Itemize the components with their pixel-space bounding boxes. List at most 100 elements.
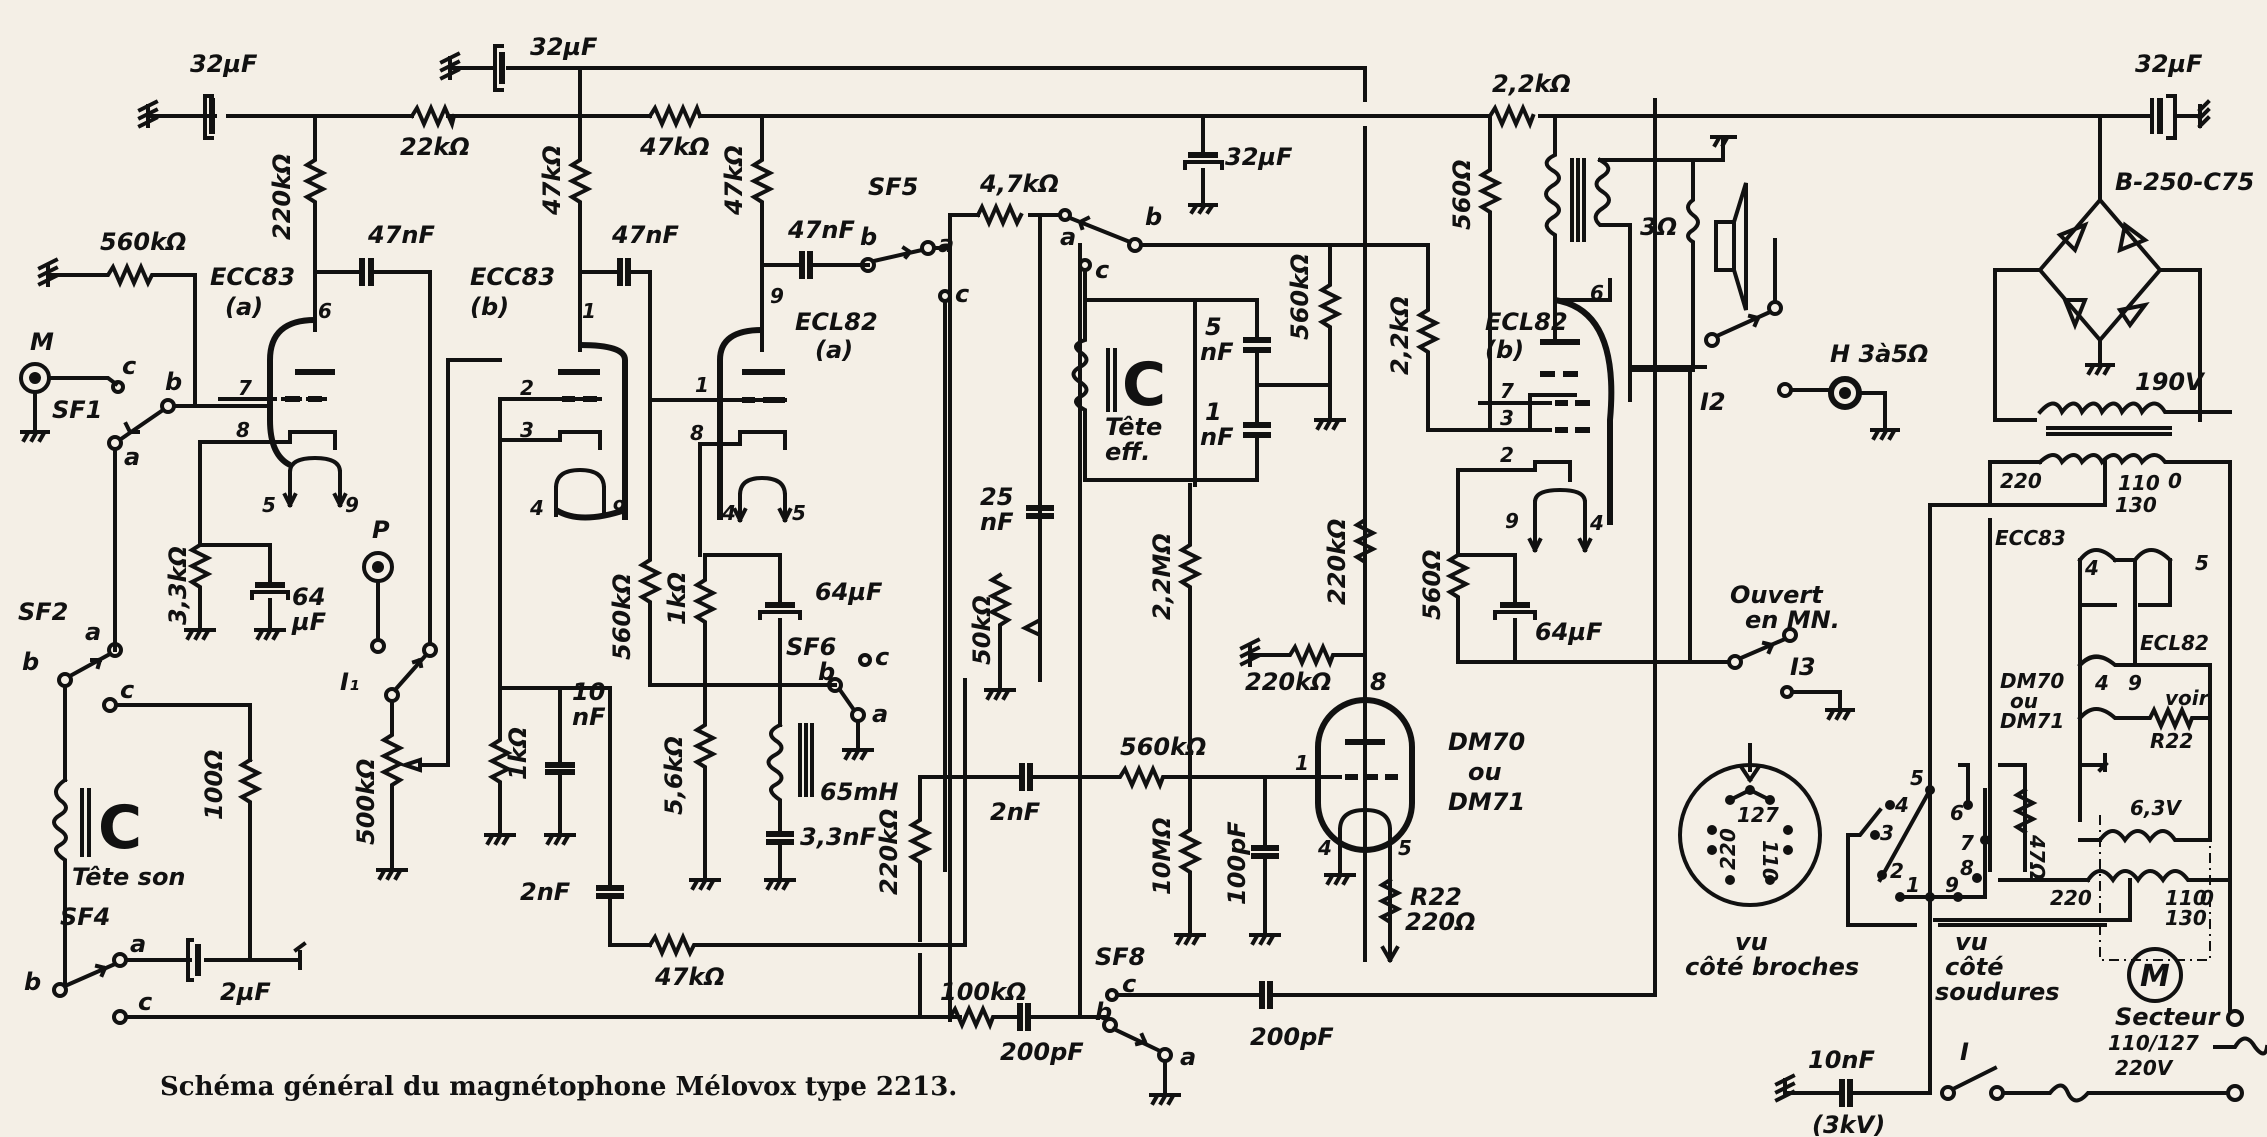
label-cote-2: côté <box>1945 953 2003 981</box>
label-heater-ecc83: ECC83 <box>1995 526 2066 550</box>
label-heater-pin-4b: 4 <box>2094 671 2109 695</box>
potentiometer-500k[interactable]: 500kΩ <box>352 358 502 881</box>
switch-sf1[interactable]: b a <box>107 368 267 652</box>
label-ouvert-1: Ouvert <box>1730 581 1824 609</box>
v1-pin-heater-l: 5 <box>262 493 276 517</box>
label-200pf-b: 200pF <box>1250 1023 1334 1051</box>
v1-pin-heater-r: 9 <box>345 493 359 517</box>
switch-erase-select[interactable]: a b c <box>1058 203 1430 487</box>
output-stage-rail: 2,2kΩ 560Ω <box>1448 70 1571 432</box>
label-vu-1: vu <box>1735 928 1768 956</box>
label-100pf: 100pF <box>1223 821 1251 905</box>
bias-adjust[interactable]: 25 nF 50kΩ <box>968 213 1054 701</box>
switch-i3[interactable]: Ouvert en MN. I3 <box>1688 365 1855 721</box>
resistor-22k: 22kΩ <box>400 103 470 161</box>
switch-sf8[interactable]: 100kΩ 200pF SF8 b a c 200pF <box>918 98 1657 1106</box>
mains-input[interactable]: Secteur 110/127 220V <box>2108 1003 2267 1102</box>
v1-pin-cathode: 8 <box>236 418 250 442</box>
label-65mh: 65mH <box>820 778 899 806</box>
v4-pin-cathode: 2 <box>1500 443 1514 467</box>
sf5-label-c: c <box>955 280 969 308</box>
v4-cathode-network: 560Ω 64µF <box>1418 468 1692 664</box>
label-10nf-a: 10 <box>572 678 605 706</box>
label-secteur: Secteur <box>2115 1003 2222 1031</box>
label-r22-b: 220Ω <box>1405 908 1476 936</box>
tube-dm70-dm71: 220kΩ 220kΩ 8 1 4 5 DM70 ou DM71 R22 220… <box>1239 243 1525 963</box>
sf6-label-a: a <box>872 700 888 728</box>
label-sel-127: 127 <box>1737 803 1779 827</box>
label-h-jack: H 3à5Ω <box>1830 340 1928 368</box>
resistor-560k-osc: 560kΩ <box>1286 243 1346 431</box>
motor-symbol: M <box>2140 959 2170 994</box>
v5-tube-name-2: DM71 <box>1448 788 1525 816</box>
tube-ecc83-a: 220kΩ ECC83 (a) 6 7 8 5 9 <box>198 114 359 517</box>
label-220k-bias: 220kΩ <box>875 809 903 895</box>
label-4-7k: 4,7kΩ <box>979 170 1059 198</box>
label-64uf-1a: 64 <box>292 583 325 611</box>
headphone-jack[interactable]: H 3à5Ω <box>1777 340 1928 441</box>
pickup-jack[interactable]: P <box>362 516 394 654</box>
erase-label-c: c <box>1095 256 1109 284</box>
tube-ecl82-a: 47kΩ 47nF ECL82 (a) 9 1 8 4 5 <box>648 114 878 557</box>
label-r22-ref: R22 <box>2150 729 2193 753</box>
switch-sf4[interactable]: SF4 a b c 2µF <box>24 903 962 1025</box>
label-r22-a: R22 <box>1410 883 1462 911</box>
voltage-selector-pins: 127 220 110 vu côté broches <box>1678 743 1859 981</box>
v3-tube-section: (a) <box>815 336 853 364</box>
label-5-6k: 5,6kΩ <box>660 736 688 815</box>
label-vu-2: vu <box>1955 928 1988 956</box>
label-sw-8: 8 <box>1960 856 1974 880</box>
v2-pin-cathode: 3 <box>520 418 534 442</box>
switch-sf2[interactable]: SF2 a b c <box>18 598 252 782</box>
switch-i1[interactable]: I₁ <box>340 270 438 703</box>
v5-tube-name-1: DM70 <box>1448 728 1525 756</box>
motor: M <box>2127 947 2183 1003</box>
label-sf6: SF6 <box>786 633 836 661</box>
v3-pin-cathode: 8 <box>690 421 704 445</box>
label-tr-0: 0 <box>2168 469 2182 493</box>
tube-ecc83-b: 47kΩ 47nF ECC83 (b) 1 2 3 4 9 <box>470 114 679 521</box>
label-47nf-3: 47nF <box>787 216 855 244</box>
label-5nf-a: 5 <box>1205 313 1222 341</box>
v5-pin-grid: 1 <box>1295 751 1309 775</box>
label-sf2: SF2 <box>18 598 68 626</box>
label-sw-3: 3 <box>1880 821 1894 845</box>
label-560-top: 560Ω <box>1448 160 1476 231</box>
label-47k-v3: 47kΩ <box>720 145 748 216</box>
v3-cathode-network: 560kΩ 1kΩ 5,6kΩ 64µF 65mH 3,3nF <box>608 398 899 891</box>
v2-pin-heater-l: 4 <box>529 496 544 520</box>
v3-pin-heater-l: 4 <box>721 501 736 525</box>
label-47nf-2: 47nF <box>611 221 679 249</box>
label-i-main: I <box>1960 1038 1969 1066</box>
label-motor-130: 130 <box>2165 906 2207 930</box>
sf5-label-b: b <box>860 223 877 251</box>
v3-tube-name: ECL82 <box>795 308 878 336</box>
label-500k: 500kΩ <box>352 759 380 845</box>
label-2-2k-g: 2,2kΩ <box>1386 296 1414 375</box>
label-64uf-1b: µF <box>291 608 327 636</box>
v3-pin-heater-r: 5 <box>792 501 806 525</box>
label-tete-eff-2: eff. <box>1105 438 1150 466</box>
label-sw-1: 1 <box>1906 873 1920 897</box>
label-560k-dm: 560kΩ <box>1120 733 1206 761</box>
label-560k-osc: 560kΩ <box>1286 254 1314 340</box>
label-47k-rail: 47kΩ <box>639 133 710 161</box>
v5-pin-f1: 4 <box>1317 836 1332 860</box>
switch-i2[interactable]: I2 <box>1628 238 1783 416</box>
label-6-3v: 6,3V <box>2130 796 2182 820</box>
label-soudures: soudures <box>1935 978 2060 1006</box>
label-heater-pin-5: 5 <box>2195 551 2209 575</box>
switch-sf6[interactable]: SF6 b a c <box>786 633 889 761</box>
sf1-label-b: b <box>165 368 182 396</box>
label-sw-9: 9 <box>1945 873 1959 897</box>
power-switch-i[interactable]: 10nF (3kV) I <box>1774 1038 2230 1137</box>
v5-pin-plate: 8 <box>1370 668 1387 696</box>
mic-input-jack[interactable]: M c SF1 <box>19 328 136 443</box>
v2-pin-heater-r: 9 <box>612 496 626 520</box>
label-sf1: SF1 <box>52 396 102 424</box>
sf8-label-a: a <box>1180 1043 1196 1071</box>
switch-sf5[interactable]: SF5 b a c <box>860 173 1042 1022</box>
resistor-560k-input: 560kΩ <box>37 228 197 402</box>
erase-label-a: a <box>1060 223 1076 251</box>
